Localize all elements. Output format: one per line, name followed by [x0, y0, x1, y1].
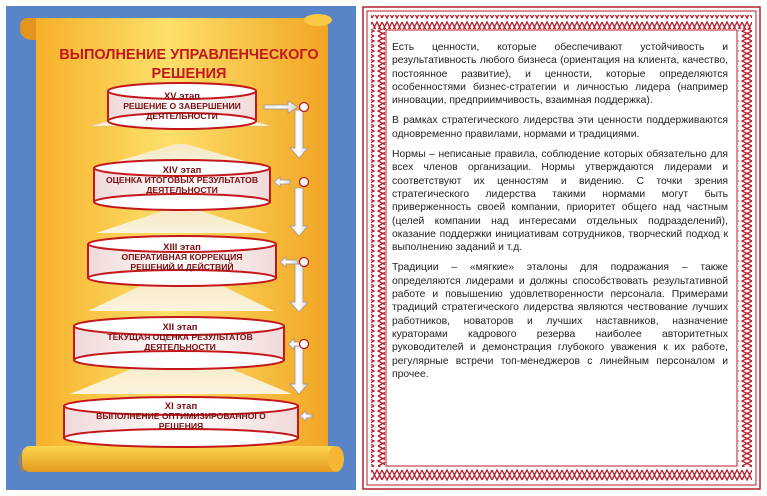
stage-xiv: XIV этап ОЦЕНКА ИТОГОВЫХ РЕЗУЛЬТАТОВ ДЕЯ… — [98, 165, 266, 195]
stage-xi: XI этап ВЫПОЛНЕНИЕ ОПТИМИЗИРОВАННОГО РЕШ… — [80, 401, 282, 431]
paragraph-norms: Нормы – неписаные правила, соблюдение ко… — [392, 149, 728, 254]
cone-5 — [70, 350, 292, 394]
stage-title: ВЫПОЛНЕНИЕ ОПТИМИЗИРОВАННОГО РЕШЕНИЯ — [96, 411, 266, 431]
down-arrow-4 — [289, 345, 309, 395]
paragraph-traditions: Традиции – «мягкие» эталоны для подражан… — [392, 262, 728, 380]
scroll-bottom-roll — [22, 446, 340, 472]
stage-number: XI этап — [164, 401, 198, 412]
drum-stage-xii — [73, 316, 285, 370]
drum-stage-xv — [107, 82, 257, 130]
left-arrow-xiii — [279, 256, 299, 268]
stage-title: ОЦЕНКА ИТОГОВЫХ РЕЗУЛЬТАТОВ ДЕЯТЕЛЬНОСТИ — [105, 175, 259, 195]
diagram-title: ВЫПОЛНЕНИЕ УПРАВЛЕНЧЕСКОГО РЕШЕНИЯ — [59, 47, 319, 83]
down-arrow-1 — [289, 109, 309, 159]
stage-number: XIII этап — [163, 242, 201, 253]
scroll-diagram — [18, 14, 344, 473]
paragraph-values: Есть ценности, которые обеспечивают усто… — [392, 42, 728, 107]
stage-number: XV этап — [163, 91, 201, 102]
right-arrow-xv — [263, 100, 299, 114]
ornamental-border — [362, 6, 761, 490]
drum-stage-xiii — [87, 235, 277, 287]
cone-3 — [96, 206, 268, 233]
stage-number: XIV этап — [162, 165, 202, 176]
drum-stage-xi — [63, 396, 299, 448]
text-body: Есть ценности, которые обеспечивают усто… — [392, 41, 728, 388]
stage-xii: XII этап ТЕКУЩАЯ ОЦЕНКА РЕЗУЛЬТАТОВ ДЕЯТ… — [84, 322, 276, 352]
down-arrow-2 — [289, 187, 309, 237]
stage-title: РЕШЕНИЕ О ЗАВЕРШЕНИИ ДЕЯТЕЛЬНОСТИ — [123, 101, 241, 121]
stage-xiii: XIII этап ОПЕРАТИВНАЯ КОРРЕКЦИЯ РЕШЕНИЙ … — [106, 242, 258, 272]
text-panel: Есть ценности, которые обеспечивают усто… — [362, 6, 761, 490]
down-arrow-3 — [289, 263, 309, 313]
stage-number: XII этап — [162, 322, 198, 333]
diagram-panel: ВЫПОЛНЕНИЕ УПРАВЛЕНЧЕСКОГО РЕШЕНИЯ XV эт… — [6, 6, 356, 490]
scroll-top-curl — [20, 18, 36, 40]
drum-stage-xiv — [93, 159, 271, 211]
paragraph-leadership: В рамках стратегического лидерства эти ц… — [392, 115, 728, 140]
cone-4 — [88, 268, 274, 311]
flow-circles — [298, 101, 310, 350]
flow-connector — [263, 100, 313, 422]
stage-title: ТЕКУЩАЯ ОЦЕНКА РЕЗУЛЬТАТОВ ДЕЯТЕЛЬНОСТИ — [107, 332, 253, 352]
stage-title: ОПЕРАТИВНАЯ КОРРЕКЦИЯ РЕШЕНИЙ И ДЕЙСТВИЙ — [121, 252, 243, 272]
left-arrow-xi — [299, 410, 313, 422]
left-arrow-xiv — [273, 176, 291, 188]
stage-xv: XV этап РЕШЕНИЕ О ЗАВЕРШЕНИИ ДЕЯТЕЛЬНОСТ… — [112, 91, 252, 121]
